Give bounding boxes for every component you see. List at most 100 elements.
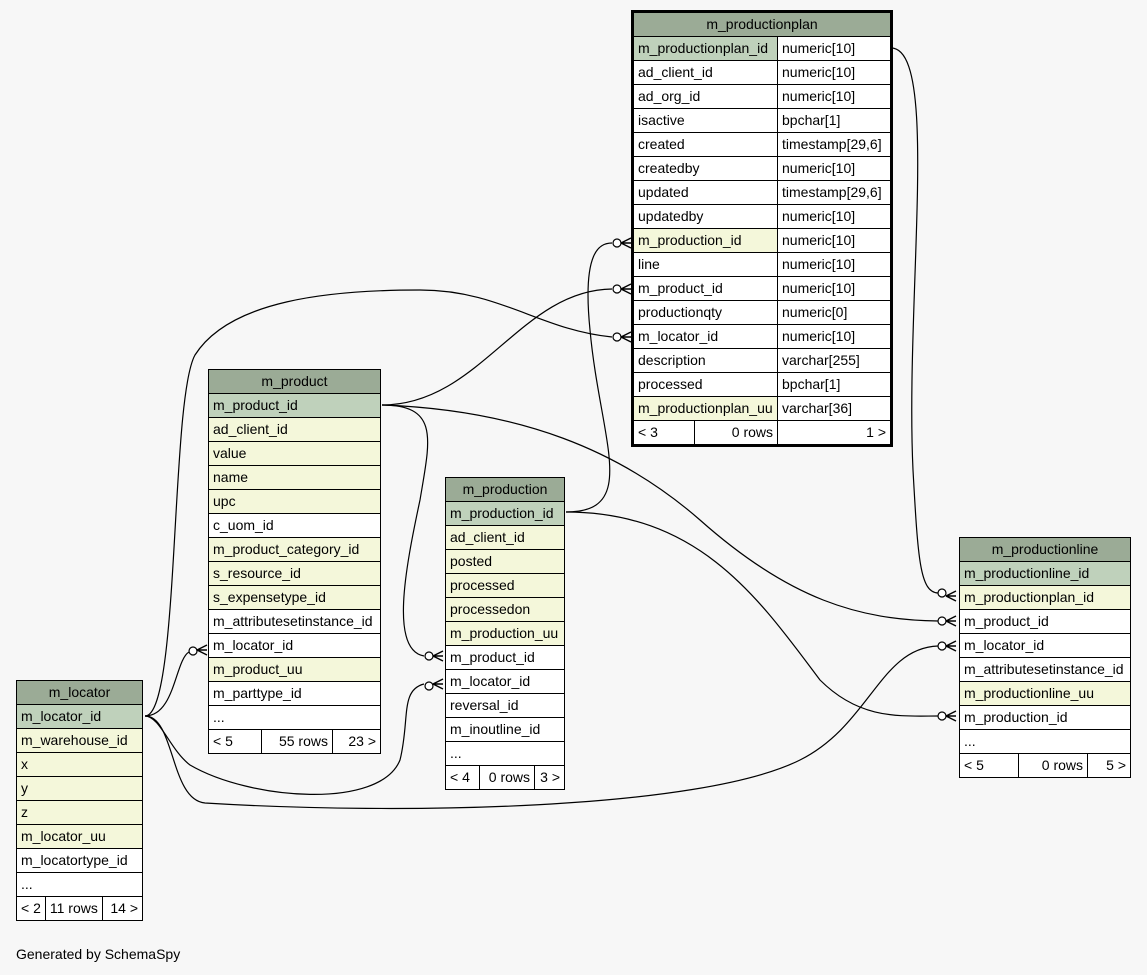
column-name[interactable]: m_product_id bbox=[208, 393, 381, 418]
column-name[interactable]: m_product_id bbox=[959, 609, 1131, 634]
more-columns-ellipsis[interactable]: ... bbox=[959, 729, 1131, 754]
table-header[interactable]: m_production bbox=[445, 477, 565, 502]
column-name[interactable]: x bbox=[16, 752, 143, 777]
column-name[interactable]: z bbox=[16, 800, 143, 825]
column-name[interactable]: posted bbox=[445, 549, 565, 574]
children-link[interactable]: 5 > bbox=[1087, 753, 1131, 778]
column-row[interactable]: m_inoutline_id bbox=[445, 717, 565, 742]
column-name[interactable]: productionqty bbox=[633, 300, 778, 325]
column-name[interactable]: line bbox=[633, 252, 778, 277]
column-row[interactable]: m_product_id bbox=[959, 609, 1131, 634]
parents-link[interactable]: < 4 bbox=[445, 765, 480, 790]
column-row[interactable]: x bbox=[16, 752, 143, 777]
column-name[interactable]: m_productionplan_id bbox=[633, 36, 778, 61]
more-columns-ellipsis[interactable]: ... bbox=[445, 741, 565, 766]
column-row[interactable]: ... bbox=[208, 705, 381, 730]
column-name[interactable]: m_production_id bbox=[633, 228, 778, 253]
column-name[interactable]: ad_org_id bbox=[633, 84, 778, 109]
table-header[interactable]: m_product bbox=[208, 369, 381, 394]
column-row[interactable]: m_product_uu bbox=[208, 657, 381, 682]
column-name[interactable]: m_attributesetinstance_id bbox=[208, 609, 381, 634]
column-name[interactable]: isactive bbox=[633, 108, 778, 133]
column-name[interactable]: m_production_id bbox=[959, 705, 1131, 730]
column-name[interactable]: description bbox=[633, 348, 778, 373]
column-row[interactable]: reversal_id bbox=[445, 693, 565, 718]
column-name[interactable]: m_locator_id bbox=[16, 704, 143, 729]
parents-link[interactable]: < 3 bbox=[633, 420, 695, 445]
column-row[interactable]: m_locator_id bbox=[16, 704, 143, 729]
column-name[interactable]: m_locator_id bbox=[208, 633, 381, 658]
parents-link[interactable]: < 2 bbox=[16, 896, 46, 921]
column-row[interactable]: z bbox=[16, 800, 143, 825]
column-row[interactable]: m_productionplan_id bbox=[959, 585, 1131, 610]
column-row[interactable]: ... bbox=[16, 872, 143, 897]
column-name[interactable]: y bbox=[16, 776, 143, 801]
column-name[interactable]: m_production_id bbox=[445, 501, 565, 526]
column-name[interactable]: s_resource_id bbox=[208, 561, 381, 586]
column-row[interactable]: m_production_id bbox=[445, 501, 565, 526]
column-name[interactable]: updatedby bbox=[633, 204, 778, 229]
column-name[interactable]: m_locator_uu bbox=[16, 824, 143, 849]
column-row[interactable]: processedon bbox=[445, 597, 565, 622]
column-name[interactable]: updated bbox=[633, 180, 778, 205]
column-row[interactable]: s_resource_id bbox=[208, 561, 381, 586]
column-name[interactable]: upc bbox=[208, 489, 381, 514]
column-name[interactable]: m_parttype_id bbox=[208, 681, 381, 706]
column-name[interactable]: name bbox=[208, 465, 381, 490]
column-name[interactable]: m_productionplan_uu bbox=[633, 396, 778, 421]
column-name[interactable]: m_locatortype_id bbox=[16, 848, 143, 873]
column-row[interactable]: m_locator_id bbox=[445, 669, 565, 694]
table-header[interactable]: m_productionline bbox=[959, 537, 1131, 562]
children-link[interactable]: 3 > bbox=[534, 765, 565, 790]
column-row[interactable]: m_product_id bbox=[445, 645, 565, 670]
column-name[interactable]: m_production_uu bbox=[445, 621, 565, 646]
column-row[interactable]: m_locatortype_id bbox=[16, 848, 143, 873]
parents-link[interactable]: < 5 bbox=[959, 753, 1019, 778]
column-name[interactable]: m_locator_id bbox=[633, 324, 778, 349]
column-name[interactable]: createdby bbox=[633, 156, 778, 181]
children-link[interactable]: 1 > bbox=[777, 420, 891, 445]
column-row[interactable]: ... bbox=[445, 741, 565, 766]
column-name[interactable]: m_productionplan_id bbox=[959, 585, 1131, 610]
children-link[interactable]: 14 > bbox=[101, 896, 144, 921]
column-row[interactable]: ad_client_id bbox=[445, 525, 565, 550]
column-row[interactable]: m_locator_id bbox=[208, 633, 381, 658]
table-header[interactable]: m_locator bbox=[16, 680, 143, 705]
column-name[interactable]: reversal_id bbox=[445, 693, 565, 718]
column-row[interactable]: y bbox=[16, 776, 143, 801]
column-row[interactable]: posted bbox=[445, 549, 565, 574]
column-name[interactable]: m_warehouse_id bbox=[16, 728, 143, 753]
column-row[interactable]: m_warehouse_id bbox=[16, 728, 143, 753]
column-row[interactable]: ... bbox=[959, 729, 1131, 754]
column-name[interactable]: m_product_id bbox=[445, 645, 565, 670]
column-name[interactable]: c_uom_id bbox=[208, 513, 381, 538]
column-row[interactable]: processed bbox=[445, 573, 565, 598]
column-row[interactable]: m_productionline_id bbox=[959, 561, 1131, 586]
column-name[interactable]: created bbox=[633, 132, 778, 157]
table-header[interactable]: m_productionplan bbox=[633, 12, 891, 37]
column-name[interactable]: m_locator_id bbox=[445, 669, 565, 694]
more-columns-ellipsis[interactable]: ... bbox=[208, 705, 381, 730]
column-name[interactable]: processed bbox=[633, 372, 778, 397]
children-link[interactable]: 23 > bbox=[332, 729, 381, 754]
column-row[interactable]: m_productionline_uu bbox=[959, 681, 1131, 706]
column-row[interactable]: name bbox=[208, 465, 381, 490]
column-row[interactable]: m_locator_uu bbox=[16, 824, 143, 849]
column-name[interactable]: m_inoutline_id bbox=[445, 717, 565, 742]
more-columns-ellipsis[interactable]: ... bbox=[16, 872, 143, 897]
column-row[interactable]: m_attributesetinstance_id bbox=[208, 609, 381, 634]
